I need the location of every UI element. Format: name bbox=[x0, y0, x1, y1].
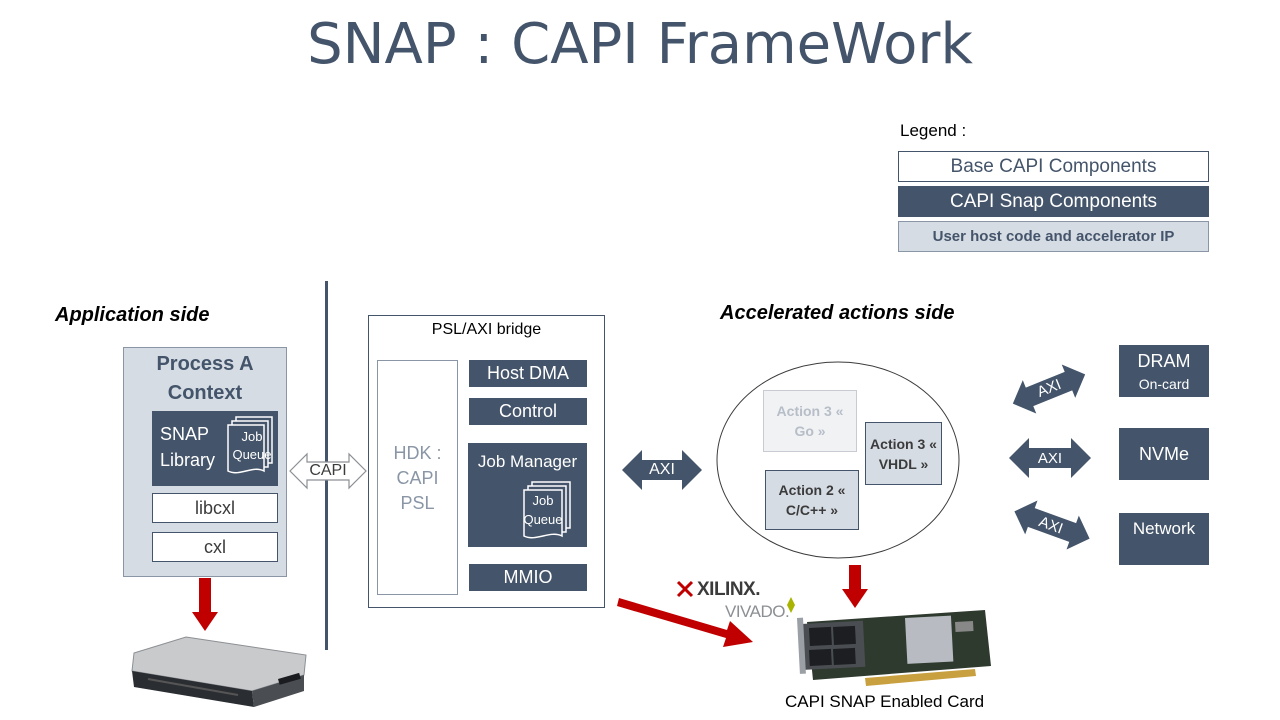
host-dma-box: Host DMA bbox=[469, 360, 587, 387]
action3-vhdl-box: Action 3 « VHDL » bbox=[865, 422, 942, 485]
server-icon bbox=[131, 636, 307, 707]
action3-go-box: Action 3 « Go » bbox=[763, 390, 857, 452]
libcxl-box: libcxl bbox=[152, 493, 278, 523]
legend-user-code: User host code and accelerator IP bbox=[898, 221, 1209, 252]
nvme-box: NVMe bbox=[1119, 428, 1209, 480]
job-manager-queue-label: Job Queue bbox=[523, 493, 563, 527]
snap-library-label: SNAP Library bbox=[160, 424, 216, 470]
dram-sub-label: On-card bbox=[1138, 376, 1190, 392]
red-arrow-card-icon bbox=[842, 565, 868, 608]
application-side-heading: Application side bbox=[55, 304, 210, 326]
network-label: Network bbox=[1132, 519, 1196, 538]
dram-label: DRAM bbox=[1137, 351, 1191, 371]
bridge-title: PSL/AXI bridge bbox=[431, 321, 542, 338]
legend-capi-snap: CAPI Snap Components bbox=[898, 186, 1209, 217]
process-context-title: Process A Context bbox=[156, 353, 254, 404]
legend-label: Legend : bbox=[900, 121, 967, 140]
dram-box: DRAM On-card bbox=[1119, 345, 1209, 397]
job-manager-queue-icon bbox=[523, 481, 571, 539]
action2-box: Action 2 « C/C++ » bbox=[765, 470, 859, 530]
accelerated-side-heading: Accelerated actions side bbox=[720, 302, 955, 324]
page-title: SNAP : CAPI FrameWork bbox=[307, 12, 973, 77]
vivado-logo-text: VIVADO. bbox=[725, 602, 790, 621]
axi-label-nvme: AXI bbox=[1037, 449, 1063, 467]
control-box: Control bbox=[469, 398, 587, 425]
job-manager-label: Job Manager bbox=[477, 452, 578, 471]
xilinx-logo-text: XILINX. bbox=[697, 579, 761, 600]
red-arrow-diagonal-icon bbox=[617, 598, 753, 647]
card-caption: CAPI SNAP Enabled Card bbox=[785, 692, 985, 711]
axi-arrow-network-icon bbox=[1014, 500, 1090, 550]
job-queue-label: Job Queue bbox=[232, 429, 272, 462]
axi-label-center: AXI bbox=[649, 461, 675, 478]
axi-double-arrow-icon bbox=[622, 450, 702, 490]
hdk-label: HDK : CAPI PSL bbox=[393, 443, 442, 513]
job-queue-icon bbox=[227, 416, 273, 474]
axi-arrow-nvme-icon bbox=[1009, 438, 1091, 478]
cxl-box: cxl bbox=[152, 532, 278, 562]
axi-arrow-dram-icon bbox=[1012, 364, 1086, 414]
capi-label: CAPI bbox=[309, 462, 347, 479]
vivado-logo-icon bbox=[787, 597, 795, 613]
xilinx-logo-icon bbox=[676, 580, 694, 598]
legend-base-capi: Base CAPI Components bbox=[898, 151, 1209, 182]
network-box: Network bbox=[1119, 513, 1209, 565]
hdk-box: HDK : CAPI PSL bbox=[377, 360, 458, 595]
mmio-box: MMIO bbox=[469, 564, 587, 591]
capi-double-arrow-icon bbox=[289, 452, 367, 490]
capi-card-icon bbox=[797, 610, 991, 686]
red-arrow-down-icon bbox=[192, 578, 218, 631]
